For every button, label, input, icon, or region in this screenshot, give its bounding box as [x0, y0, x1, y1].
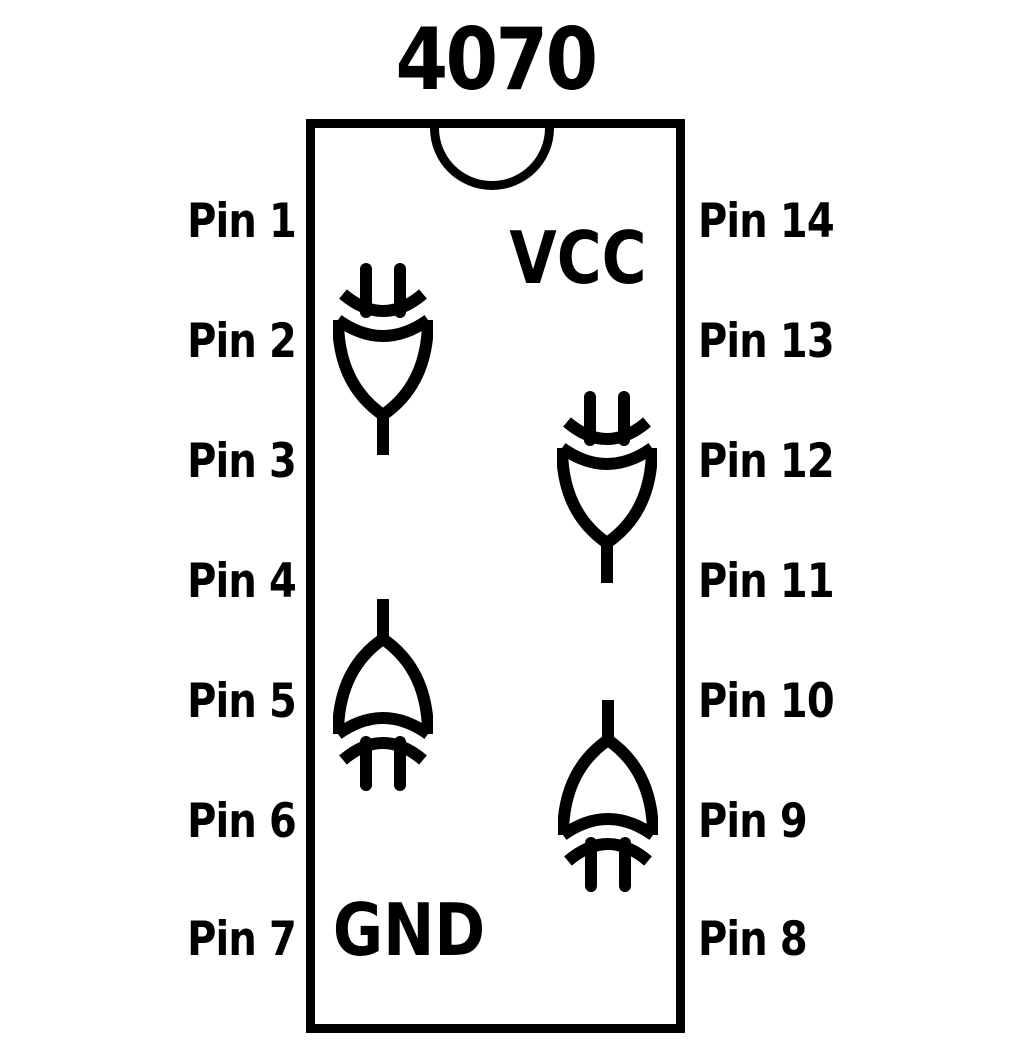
pin-label-10: Pin 10	[698, 674, 835, 729]
pin-label-5: Pin 5	[187, 674, 297, 729]
pin-label-13: Pin 13	[698, 314, 835, 369]
pin-label-6: Pin 6	[187, 794, 297, 849]
pin-label-7: Pin 7	[187, 912, 297, 967]
xor-gate-icon	[333, 262, 433, 457]
pin-label-4: Pin 4	[187, 554, 297, 609]
xor-gate-icon	[558, 698, 658, 893]
pin-label-3: Pin 3	[187, 434, 297, 489]
pin-label-12: Pin 12	[698, 434, 835, 489]
pin-label-14: Pin 14	[698, 194, 835, 249]
pin-label-2: Pin 2	[187, 314, 297, 369]
pin-label-11: Pin 11	[698, 554, 835, 609]
xor-gate-icon	[557, 390, 657, 585]
chip-title: 4070	[395, 10, 598, 110]
gnd-label: GND	[332, 888, 486, 972]
pin-label-8: Pin 8	[698, 912, 808, 967]
xor-gate-icon	[333, 597, 433, 792]
pin-label-9: Pin 9	[698, 794, 808, 849]
vcc-label: VCC	[509, 216, 647, 300]
pin-label-1: Pin 1	[187, 194, 297, 249]
